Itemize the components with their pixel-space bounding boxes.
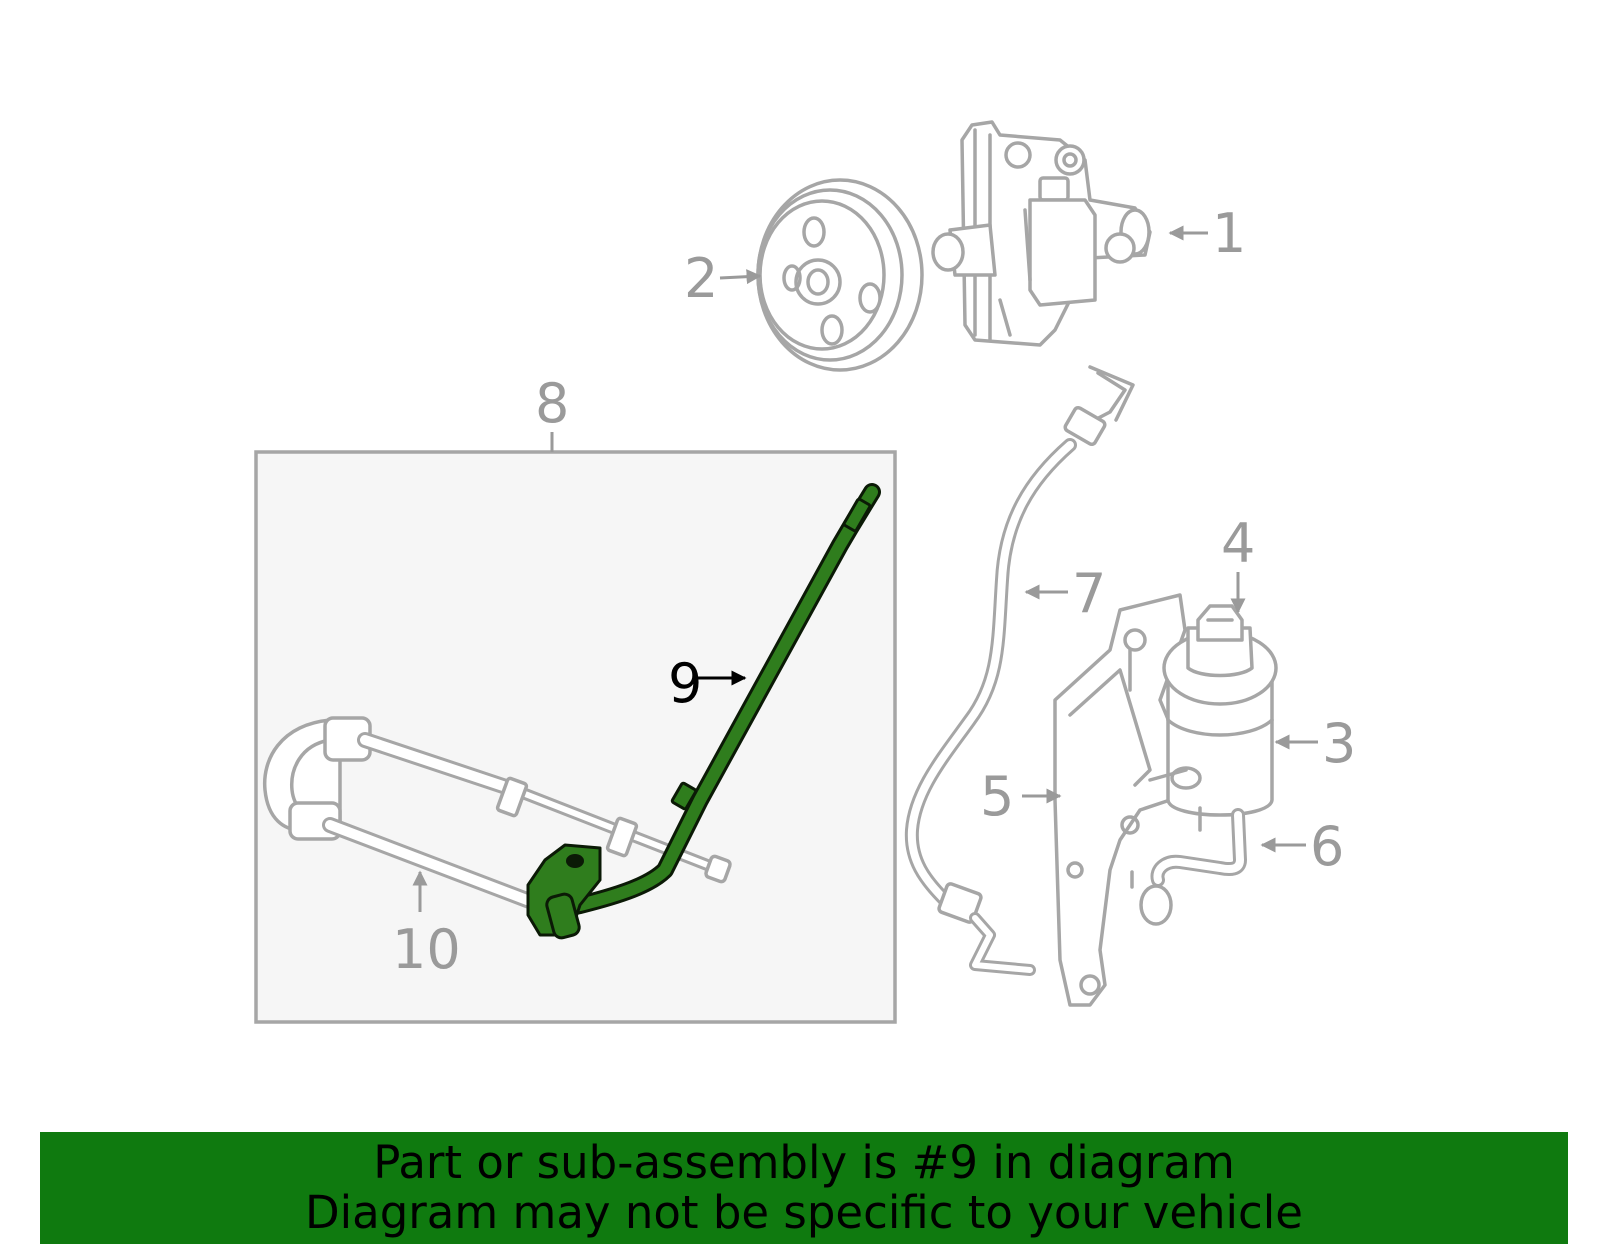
callout-9: 9 (668, 652, 747, 715)
svg-text:9: 9 (668, 652, 702, 715)
pulley-part[interactable] (756, 178, 924, 372)
svg-text:4: 4 (1221, 512, 1255, 575)
svg-text:2: 2 (684, 247, 718, 310)
svg-text:3: 3 (1322, 712, 1356, 775)
pressure-hose-part[interactable] (904, 365, 1135, 976)
callout-7: 7 (1024, 562, 1106, 625)
callout-5: 5 (980, 765, 1062, 828)
power-steering-pump-part[interactable] (931, 120, 1152, 347)
banner-line-1: Part or sub-assembly is #9 in diagram (373, 1136, 1235, 1189)
cooler-part[interactable] (262, 716, 732, 913)
info-banner: Part or sub-assembly is #9 in diagram Di… (40, 1132, 1568, 1244)
callout-6: 6 (1260, 815, 1344, 878)
banner-line-2: Diagram may not be specific to your vehi… (305, 1186, 1303, 1239)
svg-text:8: 8 (535, 372, 569, 435)
svg-text:10: 10 (392, 918, 461, 981)
highlighted-tube-part[interactable] (526, 483, 881, 940)
reservoir-bracket-part[interactable] (1053, 593, 1187, 1007)
callout-3: 3 (1274, 712, 1356, 775)
callout-10: 10 (392, 870, 461, 981)
callout-8: 8 (535, 372, 569, 452)
callout-4: 4 (1221, 512, 1255, 614)
svg-text:7: 7 (1072, 562, 1106, 625)
svg-text:1: 1 (1212, 202, 1246, 265)
return-line-part[interactable] (1130, 808, 1247, 926)
reservoir-cap-part[interactable] (1186, 604, 1254, 678)
svg-text:6: 6 (1310, 815, 1344, 878)
callout-1: 1 (1168, 202, 1246, 265)
svg-text:5: 5 (980, 765, 1014, 828)
callout-2: 2 (684, 247, 762, 310)
